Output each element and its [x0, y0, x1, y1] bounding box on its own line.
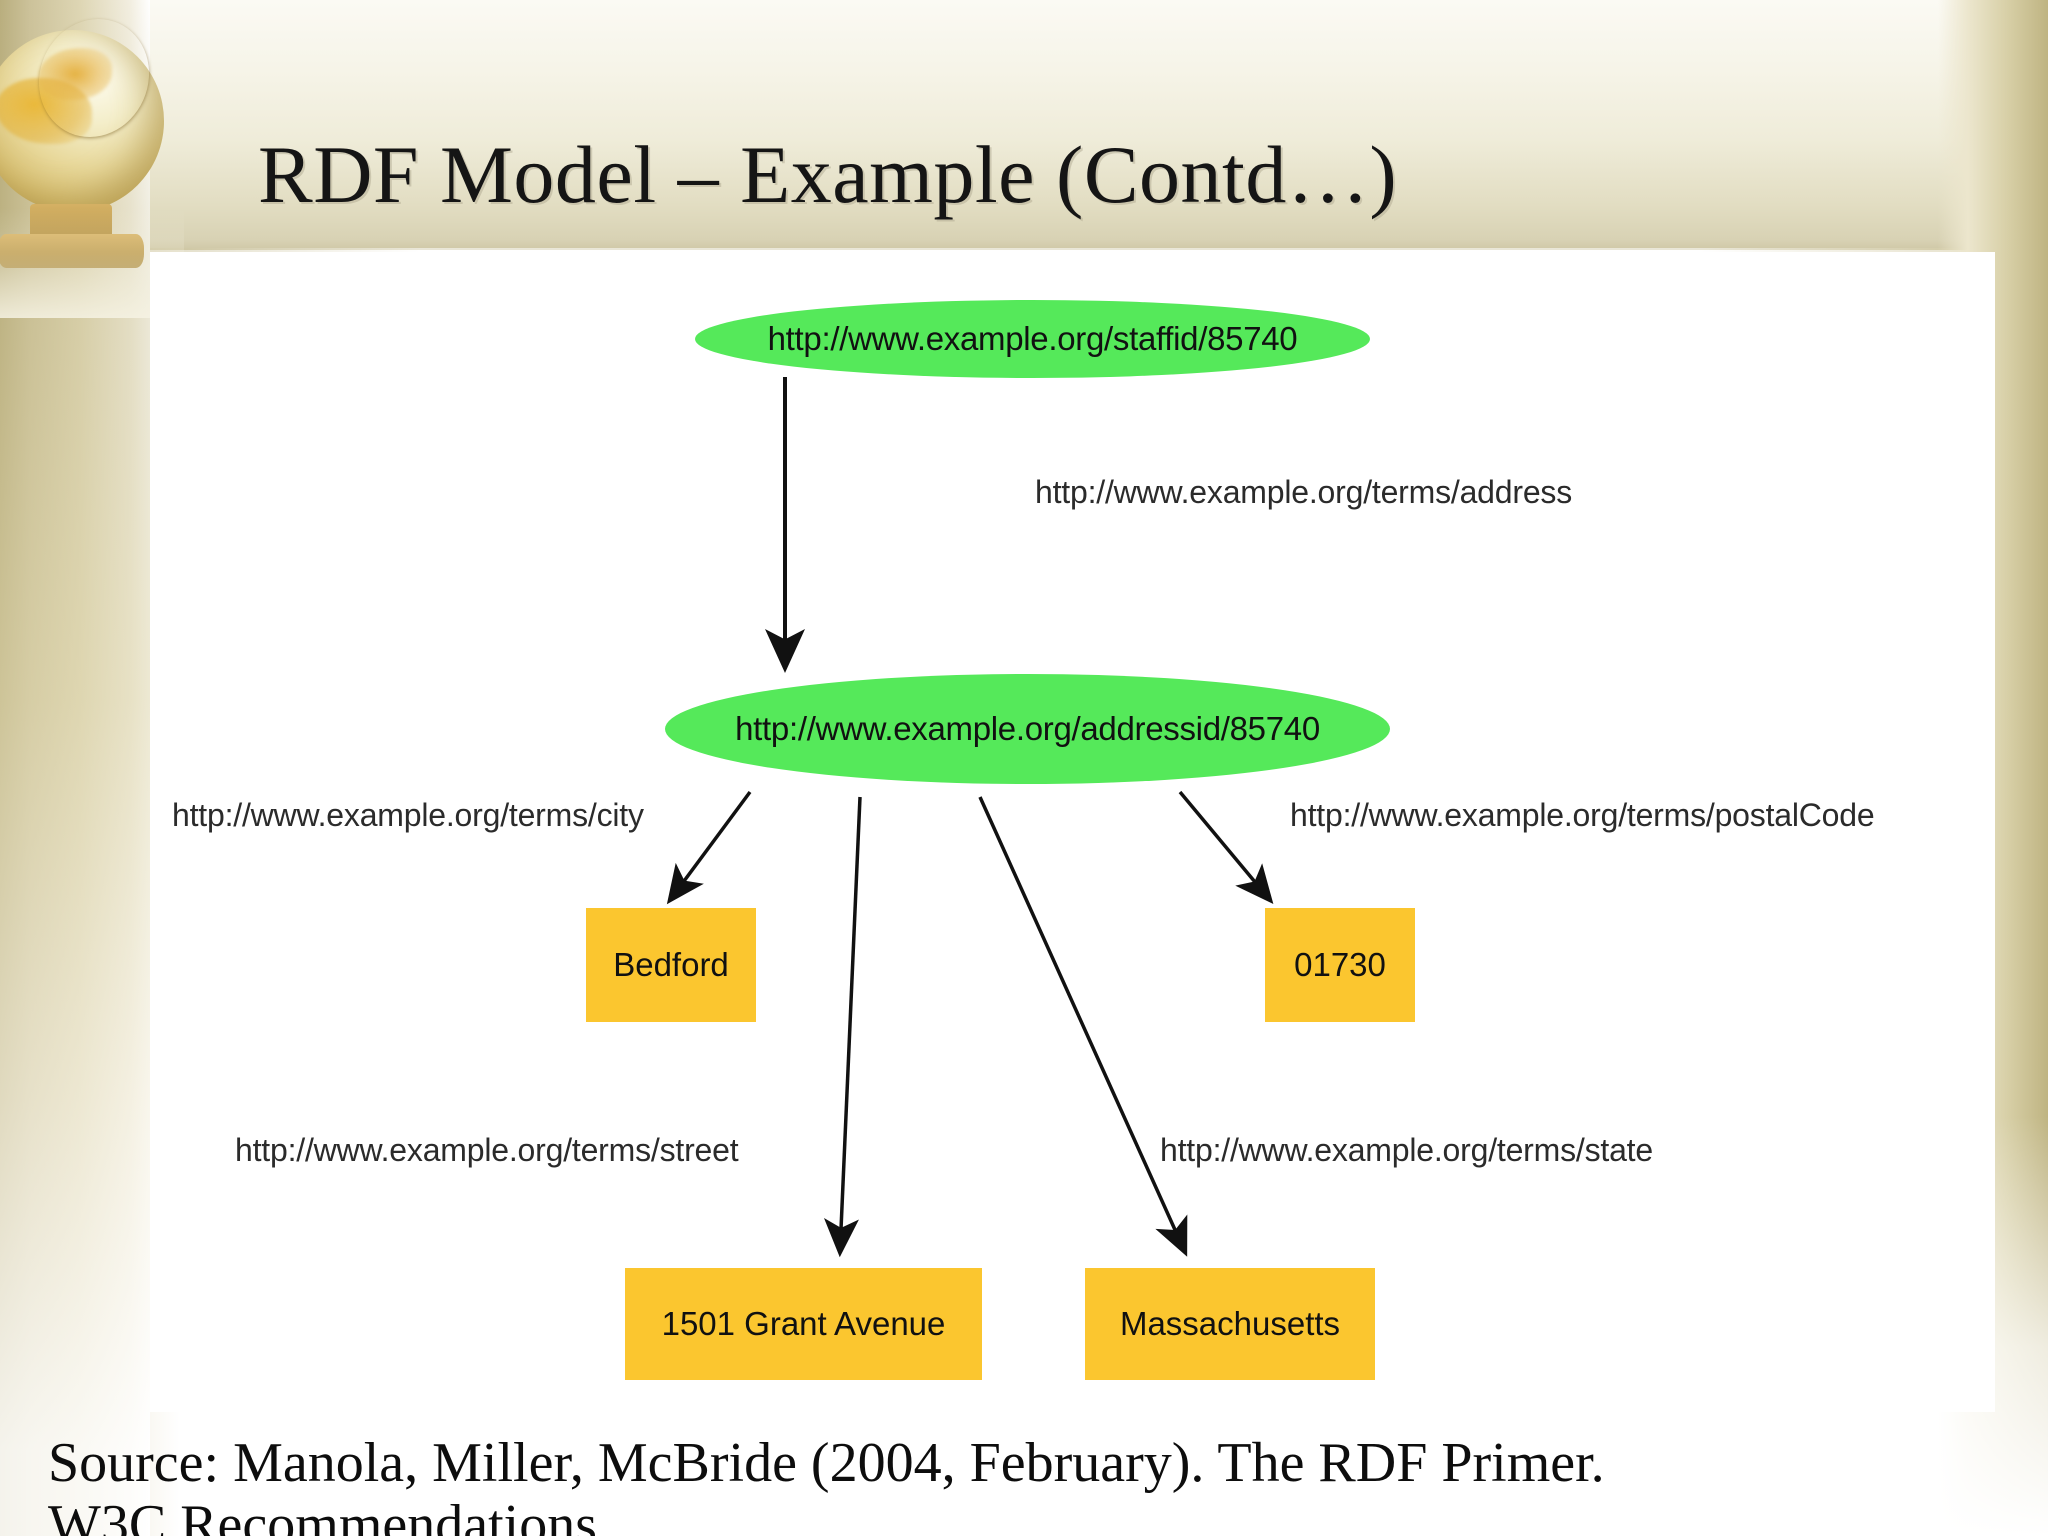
rdf-node-street-literal-label: 1501 Grant Avenue: [661, 1305, 946, 1342]
source-citation: Source: Manola, Miller, McBride (2004, F…: [48, 1432, 1748, 1536]
rdf-node-street-literal[interactable]: 1501 Grant Avenue: [625, 1268, 982, 1380]
rdf-edge-label-address: http://www.example.org/terms/address: [1035, 474, 1573, 510]
rdf-node-state-literal-label: Massachusetts: [1119, 1305, 1341, 1342]
page-title: RDF Model – Example (Contd…): [258, 129, 1398, 220]
rdf-node-state-literal[interactable]: Massachusetts: [1085, 1268, 1375, 1380]
rdf-node-city-literal-label: Bedford: [613, 946, 729, 983]
rdf-node-postalcode-literal[interactable]: 01730: [1265, 908, 1415, 1022]
rdf-edge-label-city: http://www.example.org/terms/city: [172, 797, 644, 833]
rdf-node-addressid-label: http://www.example.org/addressid/85740: [735, 710, 1320, 747]
globe-landmass: [38, 48, 112, 100]
rdf-edge-label-state: http://www.example.org/terms/state: [1160, 1132, 1653, 1168]
source-citation-line-1: Source: Manola, Miller, McBride (2004, F…: [48, 1432, 1605, 1494]
title-band-underline: [0, 248, 2048, 253]
rdf-edge-label-street: http://www.example.org/terms/street: [235, 1132, 739, 1168]
rdf-node-postalcode-literal-label: 01730: [1294, 946, 1386, 983]
rdf-node-staffid-label: http://www.example.org/staffid/85740: [767, 320, 1298, 357]
rdf-edge-label-postalcode: http://www.example.org/terms/postalCode: [1290, 797, 1875, 833]
title-band: [0, 0, 2048, 250]
source-citation-line-2: W3C Recommendations.: [48, 1494, 612, 1536]
rdf-node-addressid[interactable]: http://www.example.org/addressid/85740: [665, 674, 1390, 784]
rdf-node-staffid[interactable]: http://www.example.org/staffid/85740: [695, 300, 1370, 378]
rdf-node-city-literal[interactable]: Bedford: [586, 908, 756, 1022]
rdf-diagram-canvas: http://www.example.org/staffid/85740 htt…: [150, 252, 1995, 1412]
